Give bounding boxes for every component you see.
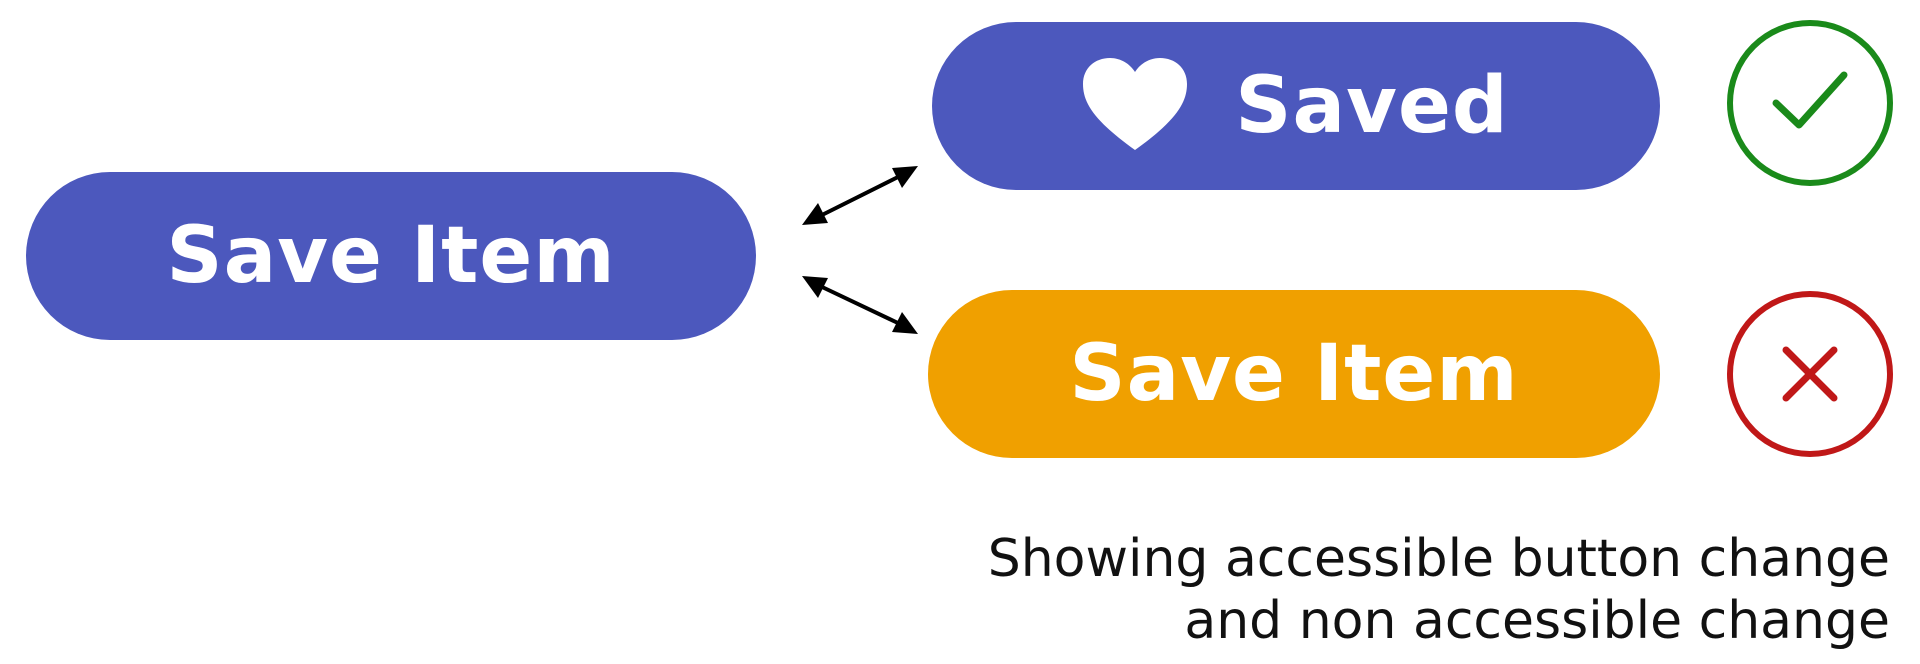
saved-button-label: Saved bbox=[1235, 61, 1509, 151]
save-item-button-label: Save Item bbox=[166, 211, 616, 301]
caption-line-1: Showing accessible button change bbox=[987, 529, 1890, 589]
caption-line-2: and non accessible change bbox=[1184, 591, 1890, 651]
arrow-to-saved bbox=[802, 166, 918, 225]
save-item-orange-button[interactable]: Save Item bbox=[928, 290, 1660, 458]
heart-icon bbox=[1083, 58, 1188, 154]
arrow-to-orange bbox=[802, 276, 918, 334]
cross-circle-icon bbox=[1726, 290, 1894, 458]
saved-button[interactable]: Saved bbox=[932, 22, 1660, 190]
check-circle-icon bbox=[1726, 19, 1894, 187]
save-item-orange-button-label: Save Item bbox=[1069, 329, 1519, 419]
caption: Showing accessible button change and non… bbox=[988, 528, 1890, 652]
save-item-button[interactable]: Save Item bbox=[26, 172, 756, 340]
